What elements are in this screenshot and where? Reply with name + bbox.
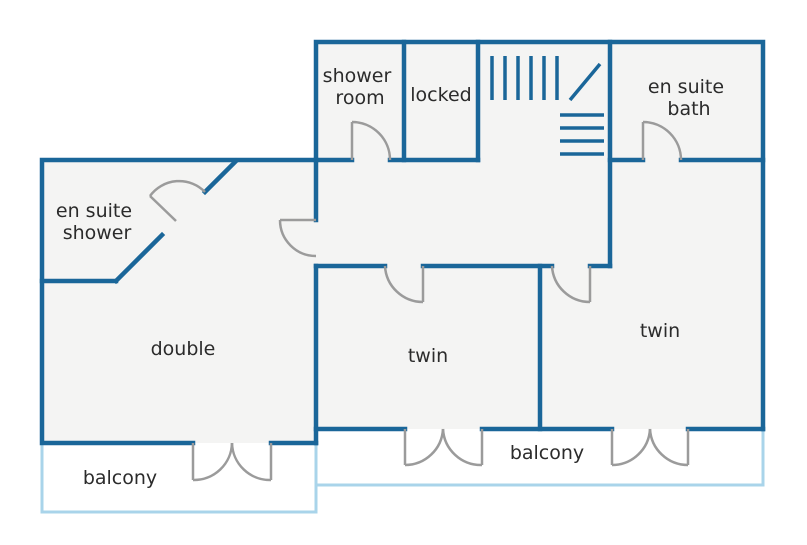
label-balcony-left: balcony [83, 467, 157, 489]
door-twin-right [550, 265, 592, 304]
balcony-left-outline [40, 443, 318, 514]
label-double: double [151, 338, 216, 360]
door-balcony-left [191, 442, 273, 482]
label-en-suite-shower: en suite shower [56, 200, 138, 244]
door-balcony-right [610, 428, 690, 467]
door-twin-middle [383, 265, 425, 304]
wall-left-outer [39, 157, 319, 446]
door-en-suite-shower [148, 179, 206, 222]
room-labels: shower room locked en suite bath en suit… [56, 65, 730, 489]
doors [148, 120, 690, 482]
door-en-suite-bath [641, 120, 683, 161]
staircase [490, 56, 604, 156]
label-shower-room: shower room [323, 65, 398, 109]
label-balcony-right: balcony [510, 442, 584, 464]
balcony-right-outline [316, 429, 765, 487]
label-en-suite-bath: en suite bath [648, 76, 730, 120]
door-shower-room [350, 120, 392, 161]
door-balcony-middle [403, 428, 484, 467]
wall-ensuite-shower-diag-b [201, 157, 240, 196]
label-twin-middle: twin [408, 345, 448, 367]
balconies [40, 429, 765, 514]
wall-ensuite-shower-diag-a [112, 231, 166, 285]
label-locked: locked [410, 84, 471, 106]
wall-upper-outer [313, 39, 766, 432]
floor-left [42, 160, 316, 443]
walls [39, 39, 766, 446]
door-double [278, 218, 317, 258]
label-twin-right: twin [640, 320, 680, 342]
